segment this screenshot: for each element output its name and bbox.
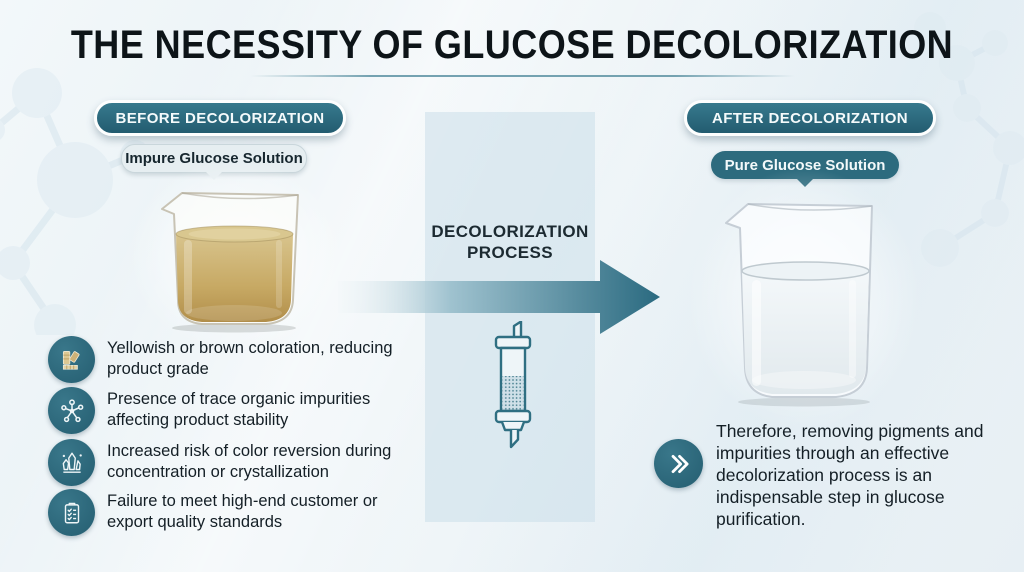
pure-beaker-image [716, 192, 891, 412]
double-chevron-icon [654, 439, 703, 488]
issue-text: Increased risk of color reversion during… [107, 442, 392, 481]
conclusion-text: Therefore, removing pigments and impurit… [716, 421, 984, 529]
color-swatch-icon [48, 336, 95, 383]
molecule-icon [48, 387, 95, 434]
process-title: DECOLORIZATION PROCESS [431, 222, 589, 262]
issue-item: Yellowish or brown coloration, reducing … [48, 336, 400, 383]
crystal-icon [48, 439, 95, 486]
after-badge: AFTER DECOLORIZATION [684, 100, 936, 136]
filter-column-icon [494, 321, 532, 449]
after-badge-label: AFTER DECOLORIZATION [711, 109, 909, 127]
molecule-watermark [914, 12, 1024, 267]
issue-text: Yellowish or brown coloration, reducing … [107, 339, 393, 378]
before-badge-label: BEFORE DECOLORIZATION [115, 109, 325, 127]
title-divider [250, 75, 795, 77]
impure-beaker-image [150, 182, 315, 339]
page-title: THE NECESSITY OF GLUCOSE DECOLORIZATION [70, 23, 954, 67]
clipboard-check-icon [48, 489, 95, 536]
issue-item: Failure to meet high-end customer or exp… [48, 489, 400, 536]
issue-text: Failure to meet high-end customer or exp… [107, 492, 378, 531]
process-band [425, 112, 595, 522]
issue-item: Presence of trace organic impurities aff… [48, 387, 400, 434]
right-arrow-icon [338, 260, 660, 334]
issue-text: Presence of trace organic impurities aff… [107, 390, 371, 429]
issue-item: Increased risk of color reversion during… [48, 439, 400, 486]
before-badge: BEFORE DECOLORIZATION [94, 100, 346, 136]
